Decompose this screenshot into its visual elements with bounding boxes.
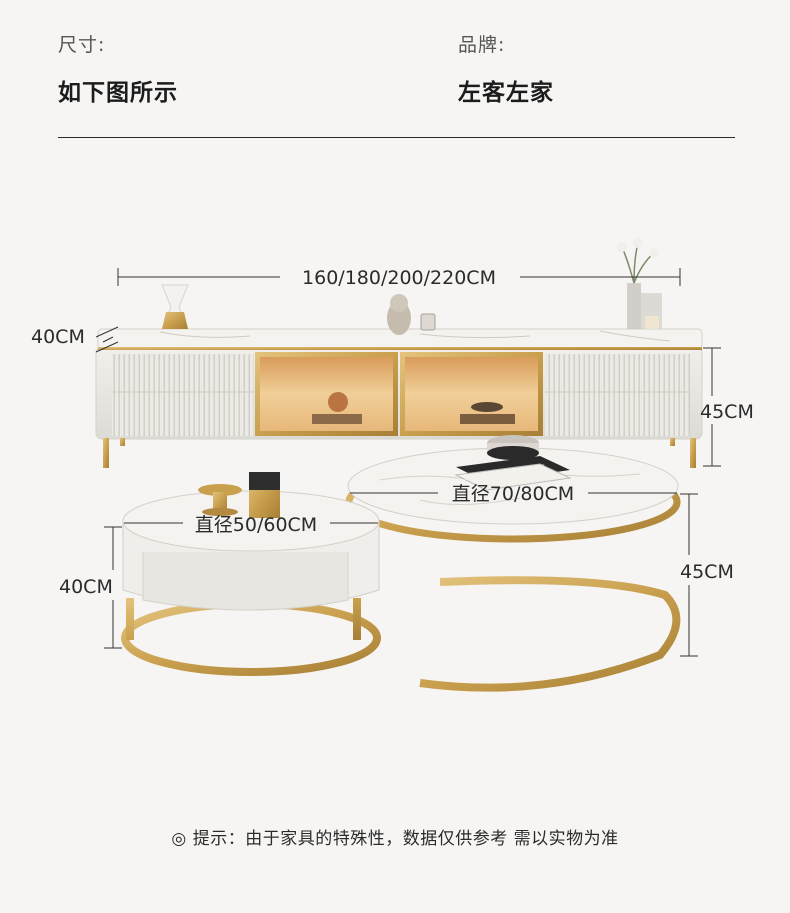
spec-brand: 品牌: 左客左家	[458, 30, 554, 107]
small-table-diameter-dimension: 直径50/60CM	[124, 514, 378, 536]
large-coffee-table: THE FASHION BOOK	[345, 435, 681, 692]
footer-note: ◎提示：由于家具的特殊性，数据仅供参考 需以实物为准	[0, 824, 790, 849]
tv-depth-dimension: 40CM	[31, 326, 119, 353]
small-table-height-dimension: 40CM	[59, 526, 122, 649]
brand-label: 品牌:	[458, 34, 506, 56]
small-table-diameter-label: 直径50/60CM	[195, 514, 317, 536]
small-table-height-label: 40CM	[59, 576, 113, 598]
brand-value: 左客左家	[458, 80, 554, 106]
tv-length-label: 160/180/200/220CM	[302, 267, 496, 289]
large-table-height-dimension: 45CM	[680, 493, 734, 657]
tv-depth-label: 40CM	[31, 326, 85, 348]
large-table-diameter-label: 直径70/80CM	[452, 483, 574, 505]
tv-length-dimension: 160/180/200/220CM	[117, 267, 681, 289]
small-coffee-table	[121, 472, 381, 676]
cabinet-decor	[161, 238, 662, 335]
spec-size: 尺寸: 如下图所示	[58, 30, 178, 107]
large-table-height-label: 45CM	[680, 561, 734, 583]
circle-ring-icon: ◎	[171, 829, 187, 849]
tv-height-dimension: 45CM	[700, 347, 754, 467]
glass-compartments	[255, 352, 543, 436]
tv-cabinet	[95, 328, 703, 468]
tv-height-label: 45CM	[700, 401, 754, 423]
size-label: 尺寸:	[58, 34, 106, 56]
header-divider	[58, 137, 735, 138]
footer-text: 提示：由于家具的特殊性，数据仅供参考 需以实物为准	[192, 829, 619, 849]
size-value: 如下图所示	[58, 80, 178, 106]
large-table-diameter-dimension: 直径70/80CM	[350, 483, 677, 505]
